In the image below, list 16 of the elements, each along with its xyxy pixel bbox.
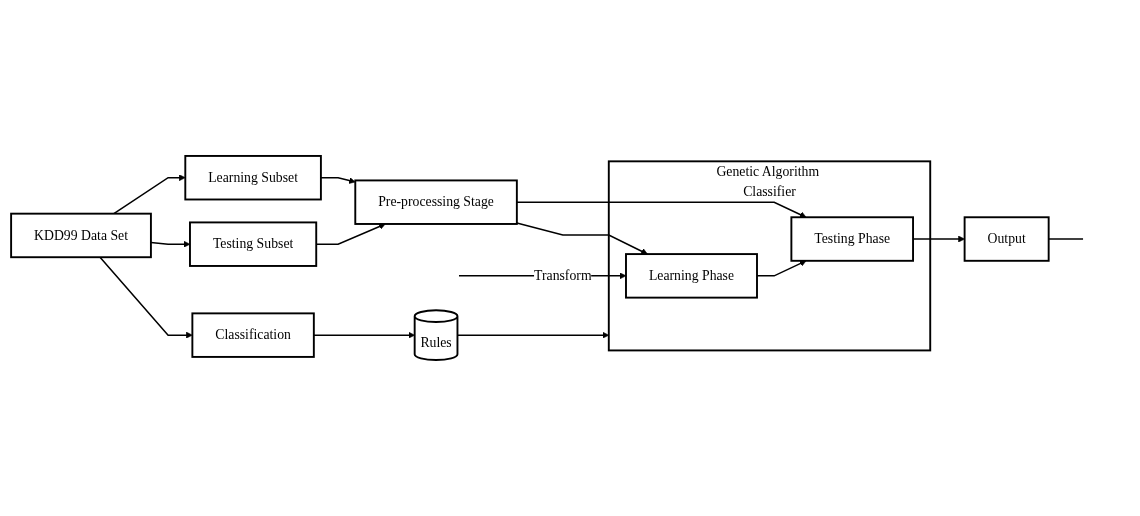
node-box: Learning Phase	[625, 253, 758, 299]
arrow	[313, 331, 415, 339]
arrow	[516, 222, 648, 255]
arrow	[113, 174, 186, 215]
arrow	[99, 256, 193, 339]
arrow	[516, 201, 807, 218]
node-box: Output	[963, 216, 1050, 262]
node-box: KDD99 Data Set	[10, 212, 152, 259]
node-box: Testing Subset	[189, 221, 318, 267]
node-box: Pre-processing Stage	[354, 179, 518, 225]
node-box: Classification	[191, 312, 315, 358]
arrow	[320, 176, 356, 184]
arrow	[456, 331, 610, 339]
node-box: Learning Subset	[184, 155, 322, 201]
node-box: Testing Phase	[790, 216, 914, 262]
edge-label: Transform	[534, 267, 592, 284]
